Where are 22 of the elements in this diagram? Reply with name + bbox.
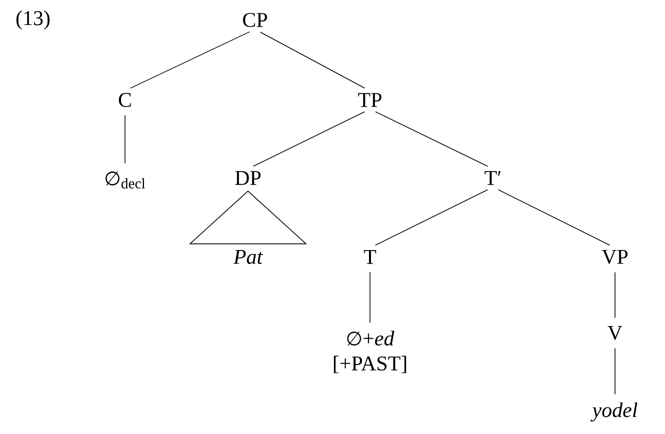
- terminal-word: ∅+ed [+PAST]: [334, 330, 406, 374]
- branch-line: [130, 31, 250, 89]
- example-number: (13): [16, 10, 50, 30]
- category-label: V: [608, 326, 622, 340]
- terminal-word: Pat: [233, 250, 263, 264]
- category-label: VP: [602, 250, 628, 264]
- branch-line: [260, 32, 366, 88]
- category-label: C: [118, 92, 131, 108]
- category-label: DP: [235, 171, 261, 185]
- branch-line: [614, 272, 616, 318]
- branch-line: [375, 111, 488, 167]
- terminal-word: ∅$_{decl}$: [106, 172, 146, 188]
- category-label: T′: [484, 171, 501, 185]
- branch-line: [374, 189, 488, 246]
- category-label: T: [364, 250, 376, 264]
- category-label: TP: [358, 93, 382, 107]
- terminal-word: yodel: [590, 402, 638, 422]
- category-label: CP: [243, 12, 267, 28]
- branch-line: [124, 114, 126, 164]
- branch-line: [498, 189, 610, 246]
- branch-line: [253, 111, 366, 167]
- branch-line: [614, 348, 616, 395]
